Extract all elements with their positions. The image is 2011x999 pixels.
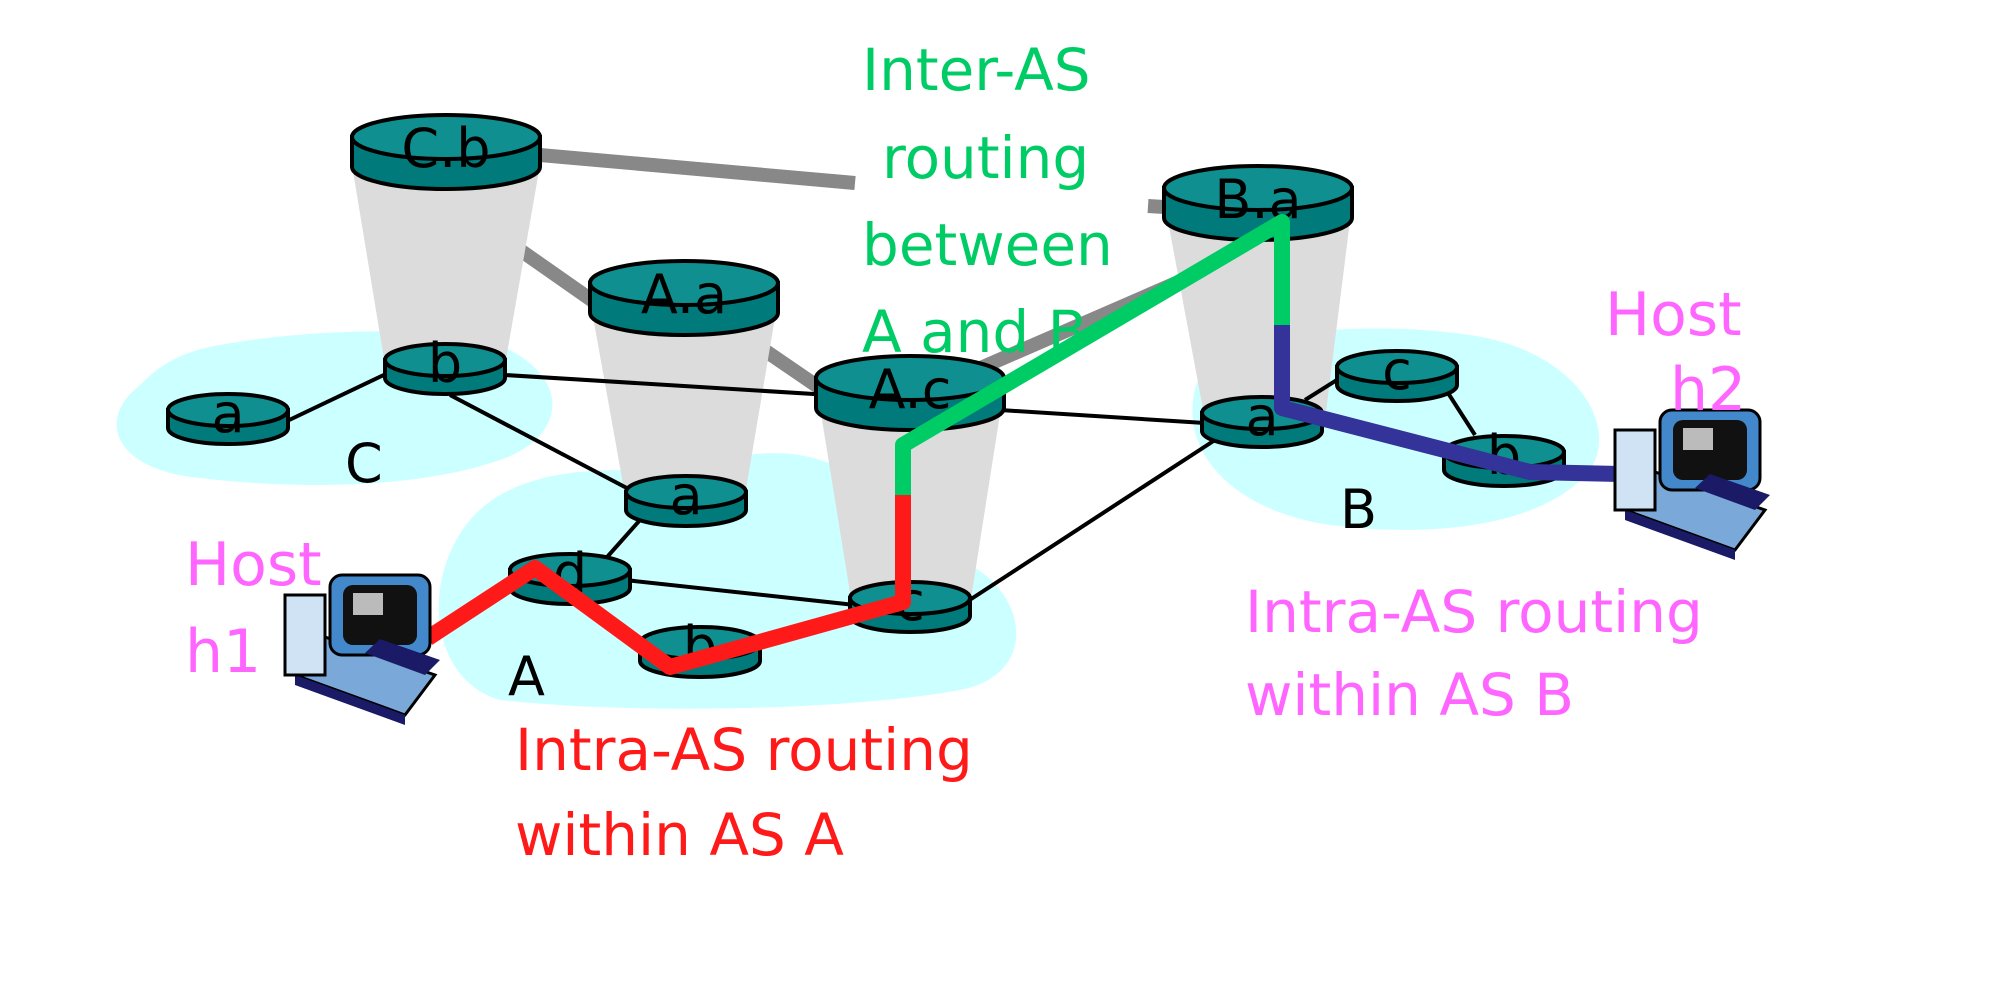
router-label: A.c xyxy=(869,358,952,421)
desktop-computer-icon xyxy=(283,573,440,725)
router-top xyxy=(383,342,507,378)
link-c-a-b xyxy=(284,370,391,424)
as-b-label: B xyxy=(1340,478,1377,541)
router-label: a xyxy=(211,382,244,445)
router-label: C.b xyxy=(401,117,490,180)
host-h2-computer xyxy=(1613,408,1770,560)
link-ad-ac xyxy=(624,578,856,607)
router-a-a: a xyxy=(624,464,748,528)
router-b-a: a xyxy=(1200,385,1324,449)
inter-as-caption-line-3: between xyxy=(862,211,1113,279)
host-h2-label-line-1: Host xyxy=(1605,280,1742,350)
inter-as-caption-line-4: A and B xyxy=(862,298,1087,366)
intra-as-b-caption-line-1: Intra-AS routing xyxy=(1245,578,1703,646)
router-top xyxy=(1335,349,1459,385)
as-a-label: A xyxy=(508,645,545,708)
link-cb-ba xyxy=(539,148,856,190)
host-h2-label-line-2: h2 xyxy=(1670,355,1746,425)
router-top xyxy=(166,392,290,428)
intra-as-b-path xyxy=(1274,325,1621,482)
intra-as-a-caption-line-2: within AS A xyxy=(515,801,844,869)
router-c-b: b xyxy=(383,332,507,396)
inter-as-caption-line-1: Inter-AS xyxy=(862,36,1091,104)
intra-as-a-path xyxy=(423,495,911,675)
as-c-label: C xyxy=(345,432,383,495)
router-top xyxy=(350,113,542,161)
link-c-b-ac xyxy=(504,373,831,397)
inter-as-links xyxy=(415,148,1278,401)
intra-as-b-caption: Intra-AS routing within AS B xyxy=(1245,578,1703,729)
intra-as-a-caption: Intra-AS routing within AS A xyxy=(515,716,973,869)
host-h1-label-line-1: Host xyxy=(185,530,322,600)
intra-as-a-caption-line-1: Intra-AS routing xyxy=(515,716,973,784)
link-ac-ba xyxy=(999,408,1206,425)
link-ba-bc xyxy=(1303,376,1342,402)
link-bc-bb xyxy=(1446,391,1477,437)
intra-as-b-caption-line-2: within AS B xyxy=(1245,661,1574,729)
router-c-a: a xyxy=(166,382,290,446)
funnel-a-left xyxy=(590,300,778,495)
router-label: c xyxy=(1382,339,1412,402)
link-c-b-aa xyxy=(449,393,641,497)
router-label: A.a xyxy=(641,263,727,326)
router-label: b xyxy=(428,332,462,395)
router-top xyxy=(624,474,748,510)
router-ba: B.a xyxy=(1162,164,1354,242)
router-top xyxy=(588,259,780,307)
router-aa: A.a xyxy=(588,259,780,337)
router-cb: C.b xyxy=(350,113,542,191)
inter-as-caption: Inter-AS routing between A and B xyxy=(862,36,1113,366)
intra-as-links xyxy=(284,370,1477,607)
router-b-c: c xyxy=(1335,339,1459,403)
router-label: a xyxy=(1245,385,1278,448)
inter-as-caption-line-2: routing xyxy=(882,124,1089,192)
routing-paths xyxy=(423,214,1621,675)
host-h1-computer xyxy=(283,573,440,725)
funnel-c xyxy=(352,165,540,365)
link-ac-c-ba xyxy=(963,438,1217,605)
router-top xyxy=(1162,164,1354,212)
host-h1-label-line-2: h1 xyxy=(185,617,261,687)
desktop-computer-icon xyxy=(1613,408,1770,560)
router-label: a xyxy=(669,464,702,527)
inter-as-path xyxy=(895,214,1290,495)
